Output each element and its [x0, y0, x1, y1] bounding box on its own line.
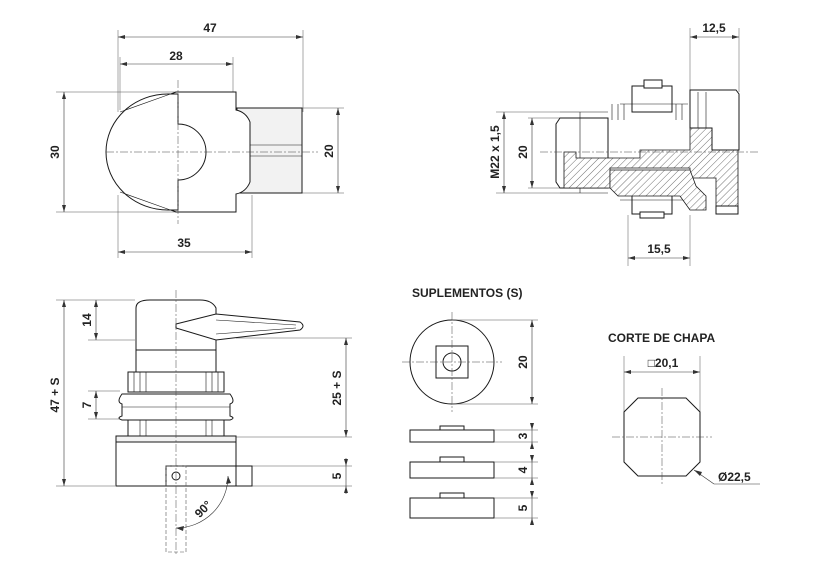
spacers-section: SUPLEMENTOS (S) 20 3 4	[402, 286, 538, 525]
dim-rotation-angle: 90°	[192, 498, 215, 521]
cutout-title: CORTE DE CHAPA	[608, 331, 715, 345]
elevation-view: 90° 47 + S 14 7 25 + S 5	[48, 290, 352, 556]
dim-spacer-2: 4	[516, 466, 530, 473]
dim-panel-height: 25 + S	[330, 370, 344, 405]
dim-side-diameter: 20	[516, 145, 530, 159]
side-cap	[689, 89, 740, 151]
front-view: 47 28 30 20 35	[48, 21, 344, 258]
spacer-3	[409, 497, 495, 519]
spacers-title: SUPLEMENTOS (S)	[412, 286, 522, 300]
dim-spacer-1: 3	[516, 432, 530, 439]
dim-nut-width: 12,5	[702, 21, 726, 35]
dim-width-body: 28	[169, 49, 183, 63]
dim-cutout-diameter: Ø22,5	[718, 470, 751, 484]
dim-nut-height: 7	[80, 401, 94, 408]
dim-spacer-diameter: 20	[516, 355, 530, 369]
dim-key-height: 20	[322, 144, 336, 158]
elevation-thread-ribs	[133, 372, 219, 392]
dim-side-length: 15,5	[647, 242, 671, 256]
spacer-1	[409, 429, 495, 443]
dim-cutout-square: □20,1	[648, 356, 679, 370]
dim-thread: M22 x 1,5	[488, 125, 502, 179]
side-section-view: M22 x 1,5 20 12,5 15,5	[488, 21, 760, 266]
dim-height: 30	[48, 145, 62, 159]
spacer-2	[409, 461, 495, 479]
dim-spacer-3: 5	[516, 504, 530, 511]
side-section-cam	[609, 169, 707, 211]
elevation-lever	[175, 313, 304, 341]
dim-width-overall: 47	[203, 21, 217, 35]
dim-total-height: 47 + S	[48, 377, 62, 412]
dim-cap-height: 14	[80, 313, 94, 327]
side-thread-ribs	[611, 104, 683, 120]
dim-cam-thickness: 5	[330, 472, 344, 479]
panel-cutout-section: CORTE DE CHAPA □20,1 Ø22,5	[608, 331, 760, 486]
side-nut	[631, 85, 673, 113]
dim-width-bottom: 35	[177, 236, 191, 250]
